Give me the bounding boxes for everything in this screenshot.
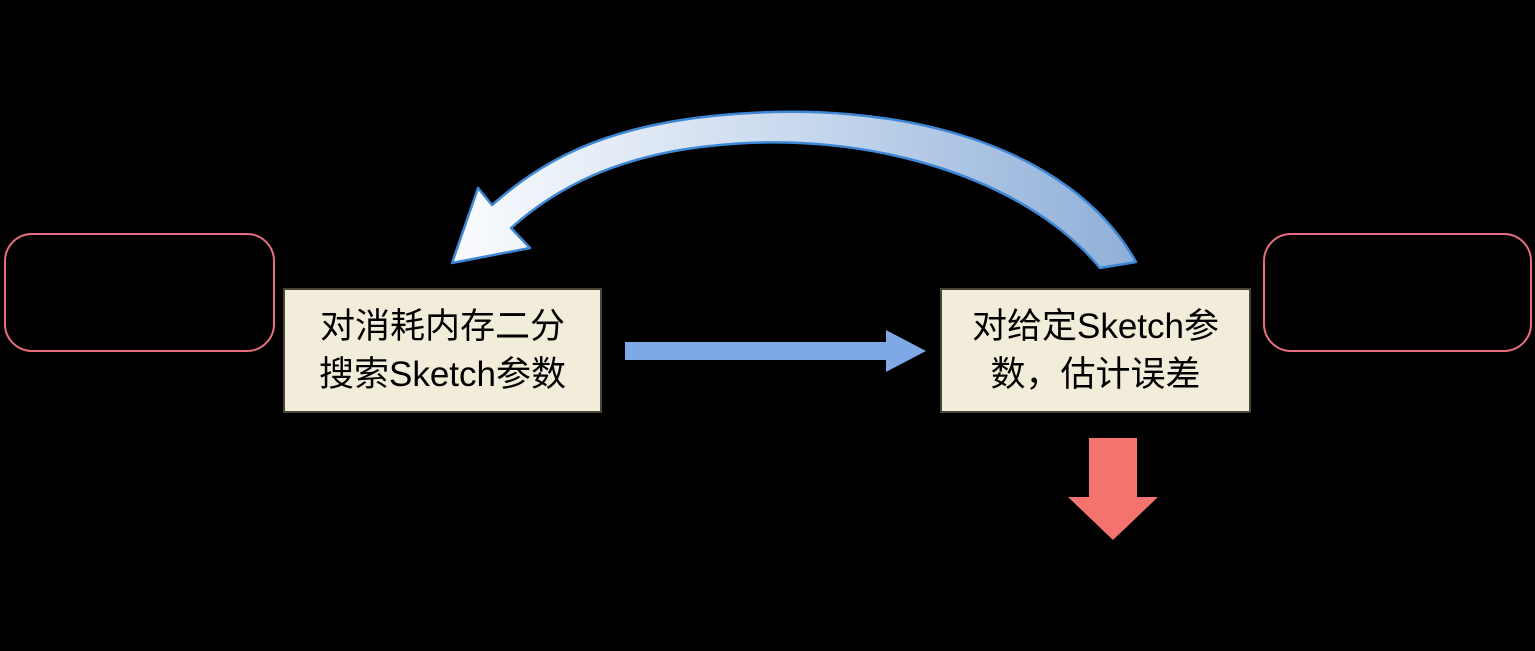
estimate-error-line1: 对给定Sketch参 xyxy=(972,306,1219,346)
forward-arrow xyxy=(625,330,926,372)
binary-search-line1: 对消耗内存二分 xyxy=(319,306,565,346)
binary-search-box: 对消耗内存二分 搜索Sketch参数 xyxy=(283,288,602,413)
binary-search-line2: 搜索Sketch参数 xyxy=(319,354,566,394)
left-placeholder-box xyxy=(4,233,275,352)
estimate-error-line2: 数，估计误差 xyxy=(990,354,1201,394)
loop-back-arrow xyxy=(450,110,1138,270)
estimate-error-box: 对给定Sketch参 数，估计误差 xyxy=(940,288,1251,413)
down-arrow xyxy=(1068,438,1158,540)
right-placeholder-box xyxy=(1263,233,1532,352)
